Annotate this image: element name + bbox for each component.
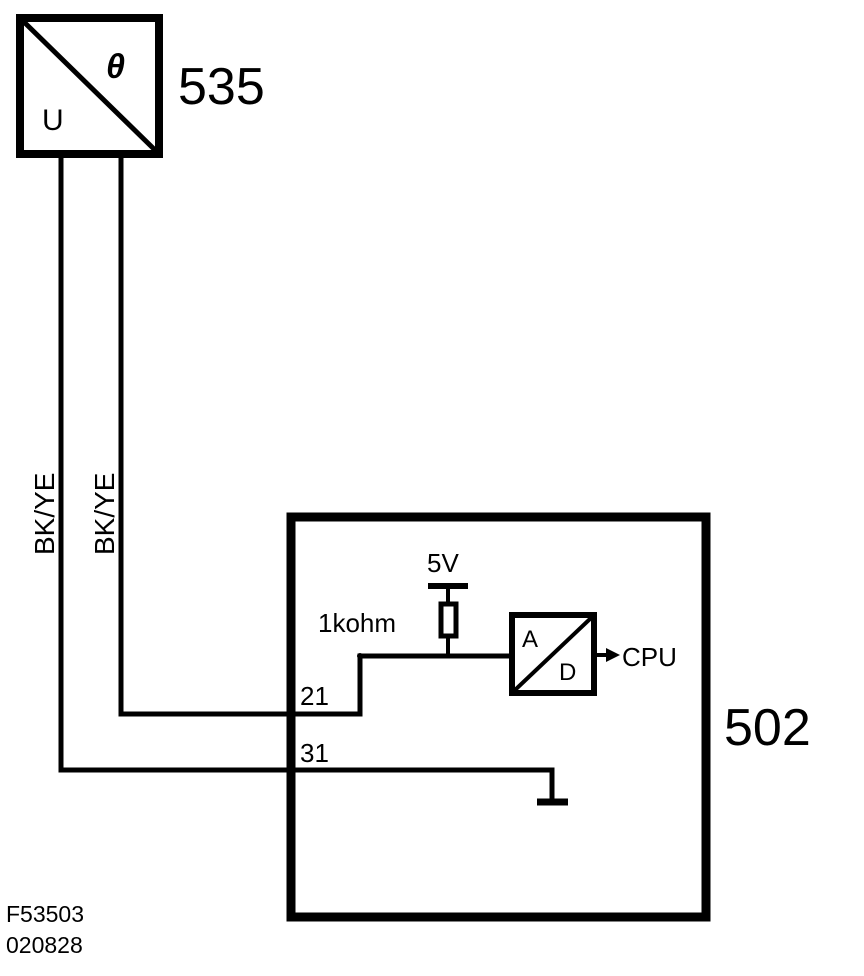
sensor-diagonal xyxy=(22,20,157,152)
sensor-535: θ U xyxy=(16,14,163,158)
sensor-box xyxy=(16,14,163,158)
cpu-label: CPU xyxy=(622,642,677,672)
module-502 xyxy=(286,512,711,922)
adc-output-label: D xyxy=(559,659,576,686)
wire-label-left: BK/YE xyxy=(29,473,60,555)
ad-converter-diagonal xyxy=(513,616,593,692)
wire-21 xyxy=(118,154,512,717)
resistor-label: 1kohm xyxy=(318,608,396,638)
pull-up-resistor xyxy=(438,601,459,656)
sensor-id-label: 535 xyxy=(178,58,265,116)
adc-input-label: A xyxy=(522,626,538,653)
wire-31 xyxy=(58,154,555,800)
cpu-arrow-head xyxy=(606,648,620,662)
ad-converter: A D xyxy=(509,612,597,696)
supply-5v xyxy=(428,583,468,604)
module-id-label: 502 xyxy=(724,699,811,757)
wire-label-right: BK/YE xyxy=(89,473,120,555)
pin-31-label: 31 xyxy=(300,738,329,768)
figure-code: F53503 xyxy=(6,901,84,927)
date-code: 020828 xyxy=(6,932,83,958)
sensor-output-symbol: U xyxy=(42,104,64,137)
sensor-input-symbol: θ xyxy=(106,48,125,86)
supply-label: 5V xyxy=(427,548,459,578)
junction-dot xyxy=(357,653,363,659)
pin-21-label: 21 xyxy=(300,681,329,711)
module-box xyxy=(286,512,711,922)
